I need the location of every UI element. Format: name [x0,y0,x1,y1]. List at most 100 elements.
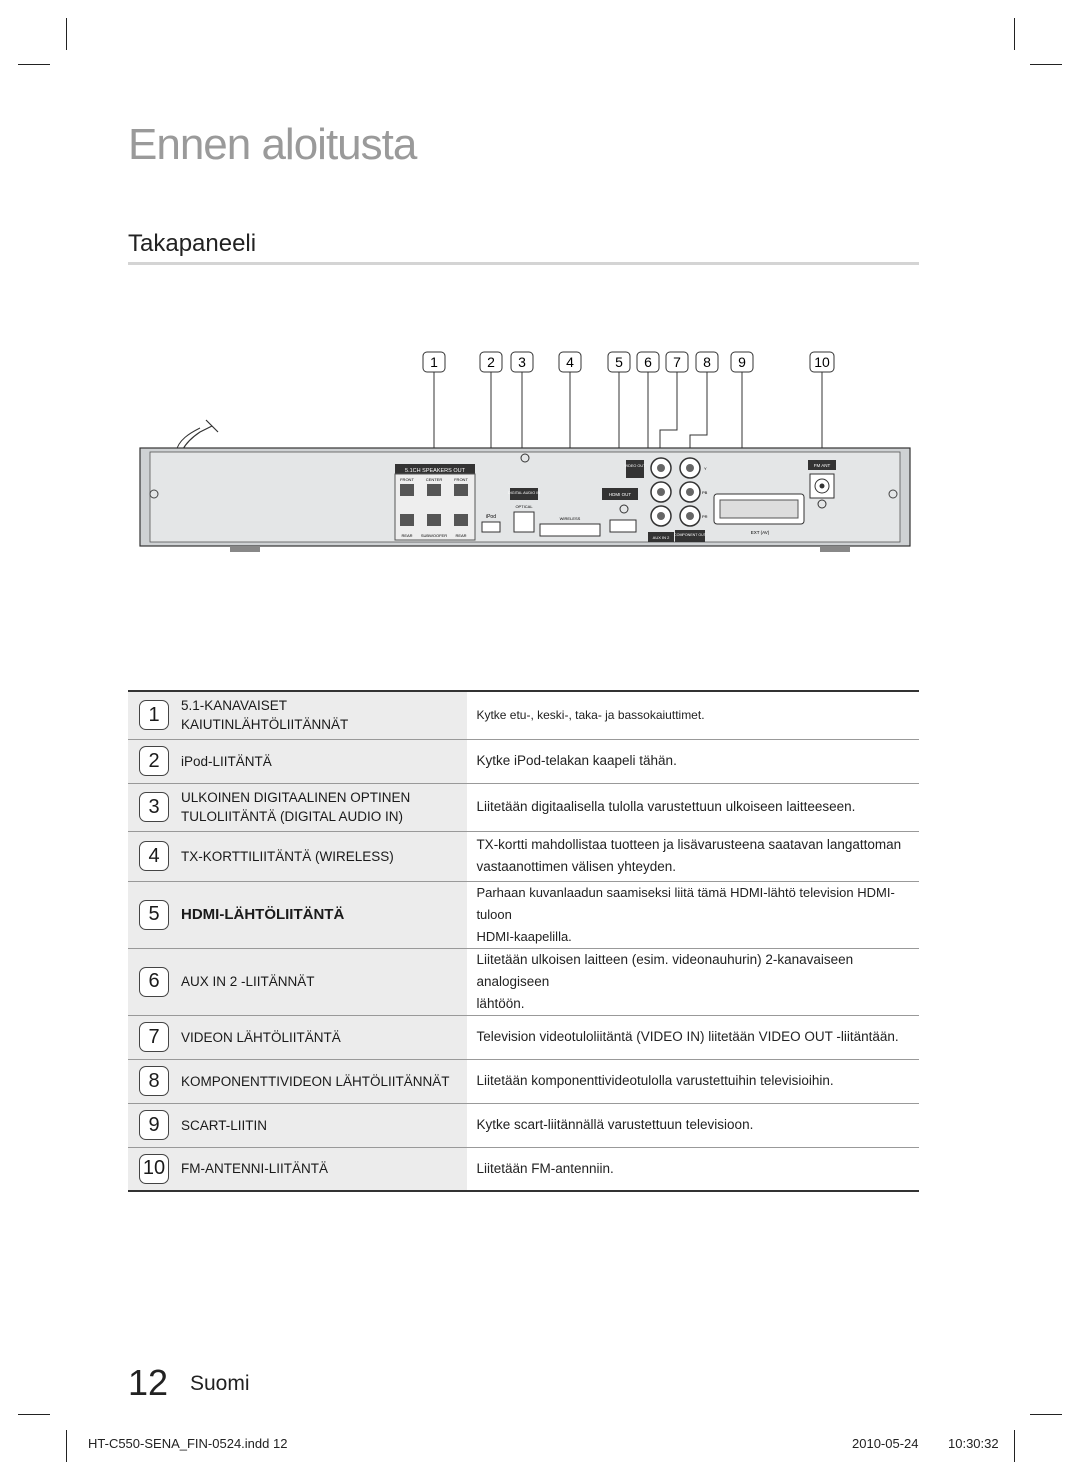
row-description: HDMI-kaapelilla. [476,928,572,944]
table-row: 9 SCART-LIITIN Kytke scart-liitännällä va… [128,1103,919,1148]
svg-text:7: 7 [673,354,681,370]
row-number: 1 [139,700,169,731]
row-label: 5.1-KANAVAISET [181,698,288,714]
hdmi-port [609,519,637,533]
crop-mark [1014,18,1015,50]
crop-mark [1030,1414,1062,1415]
row-number: 10 [139,1153,169,1184]
page-number: 12 [128,1362,169,1403]
callout-5: 5 [607,351,631,373]
svg-text:FM ANT: FM ANT [814,463,831,468]
svg-text:WIRELESS: WIRELESS [560,516,581,521]
row-number: 2 [139,746,169,776]
callout-2: 2 [479,351,503,373]
row-number: 9 [139,1110,169,1140]
callout-6: 6 [636,351,660,373]
svg-text:PB: PB [702,490,708,495]
svg-text:HDMI OUT: HDMI OUT [609,492,631,497]
row-label: AUX IN 2 -LIITÄNNÄT [181,974,315,989]
optical-port [513,511,535,533]
svg-text:SUBWOOFER: SUBWOOFER [421,533,447,538]
section-divider [128,262,919,265]
row-label: TULOLIITÄNTÄ (DIGITAL AUDIO IN) [181,809,404,824]
row-label: VIDEON LÄHTÖLIITÄNTÄ [181,1029,341,1045]
table-row: 10 FM-ANTENNI-LIITÄNTÄ Liitetään FM-anten… [128,1147,919,1192]
svg-text:REAR: REAR [401,533,412,538]
crop-mark [1030,64,1062,65]
row-label: KOMPONENTTIVIDEON LÄHTÖLIITÄNNÄT [181,1073,450,1089]
row-label: iPod-LIITÄNTÄ [181,753,272,769]
row-description: vastaanottimen välisen yhteyden. [476,859,677,874]
svg-text:COMPONENT OUT: COMPONENT OUT [674,533,707,537]
row-description: Kytke scart-liitännällä varustettuun tel… [467,1103,919,1148]
row-label: ULKOINEN DIGITAALINEN OPTINEN [181,790,411,805]
row-number: 3 [139,792,169,822]
row-description: Kytke iPod-telakan kaapeli tähän. [467,739,919,784]
rear-panel-diagram: 1 2 3 4 5 6 7 8 9 10 [139,351,911,552]
table-row: 8 KOMPONENTTIVIDEON LÄHTÖLIITÄNNÄT Liitet… [128,1059,919,1104]
svg-text:Y: Y [704,466,707,471]
footer-filename: HT-C550-SENA_FIN-0524.indd 12 [88,1436,288,1451]
row-number: 7 [139,1022,169,1052]
callout-3: 3 [510,351,534,373]
callout-4: 4 [558,351,582,373]
row-description: Liitetään komponenttivideotulolla varust… [467,1059,919,1104]
svg-text:iPod: iPod [486,514,496,520]
svg-text:2: 2 [487,354,495,370]
svg-text:6: 6 [644,354,652,370]
svg-text:8: 8 [703,354,711,370]
callout-1: 1 [422,351,446,373]
crop-mark [66,1430,67,1462]
row-label: KAIUTINLÄHTÖLIITÄNNÄT [181,717,349,733]
svg-text:CENTER: CENTER [426,477,443,482]
callout-8: 8 [695,351,719,373]
speaker-terminals [394,473,476,541]
table-row: 4 TX-KORTTILIITÄNTÄ (WIRELESS) TX-kortti … [128,831,919,882]
row-label: HDMI-LÄHTÖLIITÄNTÄ [181,906,345,923]
svg-text:10: 10 [814,354,830,370]
section-heading: Takapaneeli [128,230,257,257]
row-number: 4 [139,841,169,871]
row-label: TX-KORTTILIITÄNTÄ (WIRELESS) [181,848,394,864]
svg-text:3: 3 [518,354,526,370]
svg-text:EXT (AV): EXT (AV) [751,530,770,535]
svg-text:9: 9 [738,354,746,370]
svg-text:1: 1 [430,354,438,370]
row-label: SCART-LIITIN [181,1117,268,1133]
crop-mark [18,1414,50,1415]
footer-date: 2010-05-24 [852,1436,919,1451]
svg-text:AUX IN 2: AUX IN 2 [653,535,670,540]
row-description: lähtöön. [476,995,525,1011]
svg-text:REAR: REAR [455,533,466,538]
table-row: 3 ULKOINEN DIGITAALINEN OPTINEN TULOLIITÄN… [128,783,919,832]
svg-text:DIGITAL AUDIO IN: DIGITAL AUDIO IN [508,491,540,495]
svg-text:5.1CH SPEAKERS OUT: 5.1CH SPEAKERS OUT [405,468,466,474]
table-row: 7 VIDEON LÄHTÖLIITÄNTÄ Television videotu… [128,1015,919,1060]
speakers-out-header [395,464,475,474]
callout-9: 9 [730,351,754,373]
row-number: 8 [139,1066,169,1096]
svg-text:OPTICAL: OPTICAL [515,504,533,509]
crop-mark [18,64,50,65]
row-label: FM-ANTENNI-LIITÄNTÄ [181,1161,328,1177]
row-description: Television videotuloliitäntä (VIDEO IN) … [467,1015,919,1060]
svg-text:PR: PR [702,514,708,519]
crop-mark [1014,1430,1015,1462]
row-description: Liitetään FM-antenniin. [467,1147,919,1192]
svg-text:FRONT: FRONT [400,477,414,482]
row-description: TX-kortti mahdollistaa tuotteen ja lisäv… [476,837,902,852]
row-description: Parhaan kuvanlaadun saamiseksi liitä täm… [476,884,895,922]
callout-7: 7 [665,351,689,373]
page-title: Ennen aloitusta [128,120,417,169]
crop-mark [66,18,67,50]
row-number: 6 [139,966,169,997]
ipod-port [481,521,501,533]
connector-table: 1 5.1-KANAVAISET KAIUTINLÄHTÖLIITÄNNÄT Kyt… [128,690,919,1192]
svg-text:5: 5 [615,354,623,370]
wireless-slot [539,523,601,537]
svg-text:FRONT: FRONT [454,477,468,482]
row-description: Liitetään digitaalisella tulolla varuste… [467,783,919,832]
